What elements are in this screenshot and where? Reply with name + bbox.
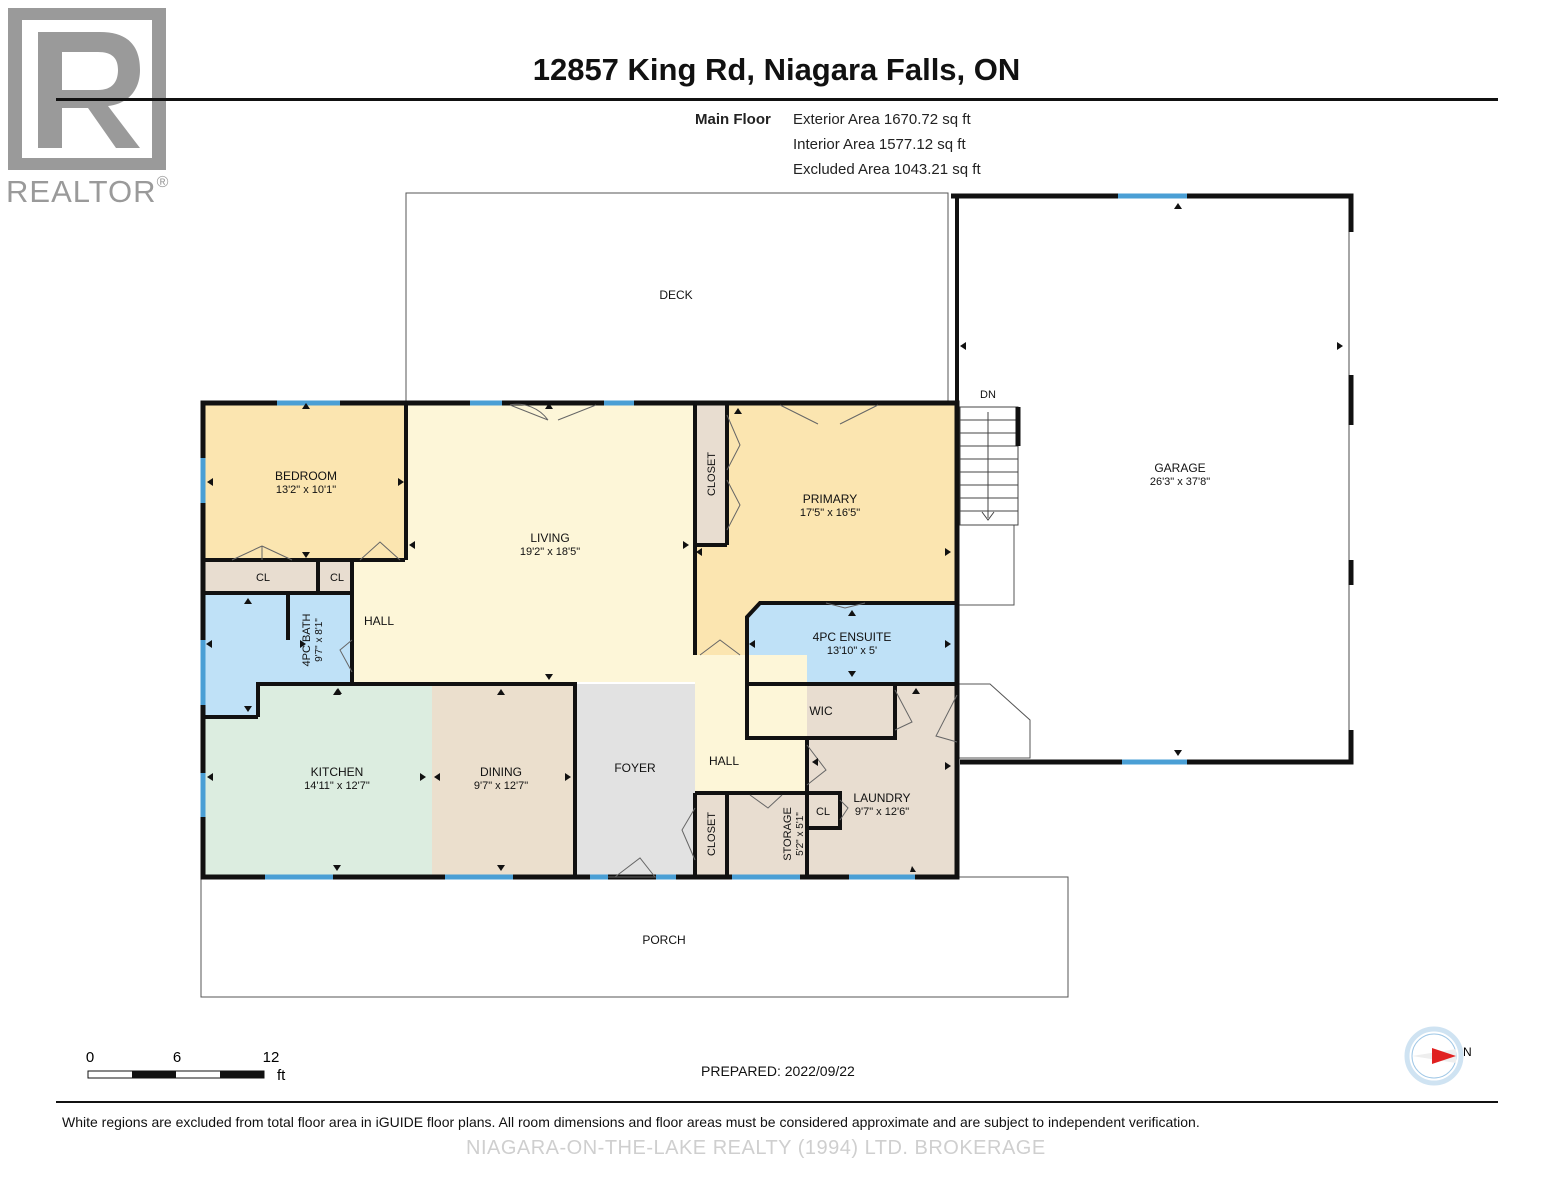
garage-dim: 26'3" x 37'8" — [1150, 476, 1210, 488]
bath-label: 4PC BATH — [301, 613, 313, 666]
foyer-fill — [574, 684, 695, 877]
closet2-label: CLOSET — [706, 812, 718, 856]
realtor-logo: REALTOR® — [6, 8, 181, 213]
bath-dim: 9'7" x 8'1" — [314, 618, 325, 662]
scale-bar: 0 6 12 ft — [86, 1049, 286, 1084]
storage-label: STORAGE — [782, 807, 794, 861]
hall2-fill — [695, 655, 807, 793]
foyer-label: FOYER — [614, 761, 656, 775]
scale-tick-12: 12 — [263, 1049, 280, 1066]
bedroom-label: BEDROOM — [275, 469, 337, 483]
stair-landing — [957, 524, 1015, 606]
kitchen-label: KITCHEN — [311, 765, 364, 779]
storage-dim: 5'2" x 5'1" — [795, 812, 806, 856]
compass-north: N — [1463, 1045, 1472, 1059]
primary-dim: 17'5" x 16'5" — [800, 507, 860, 519]
dimension-arrows — [206, 203, 1343, 872]
hall2-label: HALL — [709, 754, 739, 768]
bedroom-fill — [205, 405, 405, 560]
bath-fill — [205, 595, 352, 717]
garage-label: GARAGE — [1154, 461, 1205, 475]
stairs — [959, 406, 1019, 526]
dining-dim: 9'7" x 12'7" — [474, 780, 528, 792]
closet2-fill — [695, 793, 727, 877]
porch-label: PORCH — [642, 933, 685, 947]
deck-area — [405, 192, 949, 404]
scale-unit: ft — [277, 1067, 286, 1084]
interior-area: Interior Area 1577.12 sq ft — [793, 136, 966, 153]
dining-fill — [432, 684, 574, 877]
wic-label: WIC — [809, 704, 833, 718]
floor-label: Main Floor — [695, 111, 771, 128]
page-title: 12857 King Rd, Niagara Falls, ON — [532, 52, 1021, 87]
scale-tick-6: 6 — [173, 1049, 181, 1066]
dining-label: DINING — [480, 765, 522, 779]
exterior-area: Exterior Area 1670.72 sq ft — [793, 111, 971, 128]
hall1-fill — [352, 562, 405, 682]
footer-rule — [56, 1101, 1498, 1103]
deck-label: DECK — [659, 288, 692, 302]
living-fill — [405, 405, 695, 682]
disclaimer: White regions are excluded from total fl… — [62, 1114, 1200, 1130]
closet1-label: CLOSET — [706, 452, 718, 496]
dn-label: DN — [980, 389, 996, 401]
hall1-label: HALL — [364, 614, 394, 628]
garage-step — [958, 683, 1031, 759]
cl1-fill — [205, 562, 318, 592]
realtor-r-icon — [22, 20, 152, 158]
ensuite-label: 4PC ENSUITE — [813, 630, 892, 644]
closet1-fill — [697, 405, 727, 545]
realtor-logo-mark — [8, 8, 166, 170]
living-dim: 19'2" x 18'5" — [520, 546, 580, 558]
kitchen-fill — [205, 684, 432, 877]
registered-mark: ® — [156, 174, 170, 191]
primary-fill — [695, 405, 957, 655]
cl3-label: CL — [816, 806, 830, 818]
header-rule — [56, 98, 1498, 101]
scale-tick-0: 0 — [86, 1049, 94, 1066]
cl2-label: CL — [330, 572, 344, 584]
windows — [200, 193, 1187, 880]
excluded-area: Excluded Area 1043.21 sq ft — [793, 161, 981, 178]
cl2-fill — [320, 562, 352, 592]
door-swings — [231, 403, 958, 878]
laundry-dim: 9'7" x 12'6" — [855, 806, 909, 818]
realtor-logo-text: REALTOR® — [6, 174, 170, 209]
bedroom-dim: 13'2" x 10'1" — [276, 484, 336, 496]
brokerage-watermark: NIAGARA-ON-THE-LAKE REALTY (1994) LTD. B… — [466, 1137, 1046, 1159]
cl1-label: CL — [256, 572, 270, 584]
interior-walls — [203, 196, 959, 877]
laundry-label: LAUNDRY — [853, 791, 910, 805]
compass-icon: N — [1404, 1026, 1472, 1086]
kitchen-dim: 14'11" x 12'7" — [304, 780, 370, 792]
laundry-fill — [807, 684, 957, 877]
living-label: LIVING — [530, 531, 569, 545]
ensuite-dim: 13'10" x 5' — [827, 645, 877, 657]
porch-area — [200, 876, 1069, 998]
primary-label: PRIMARY — [803, 492, 857, 506]
prepared-date: PREPARED: 2022/09/22 — [701, 1063, 855, 1079]
